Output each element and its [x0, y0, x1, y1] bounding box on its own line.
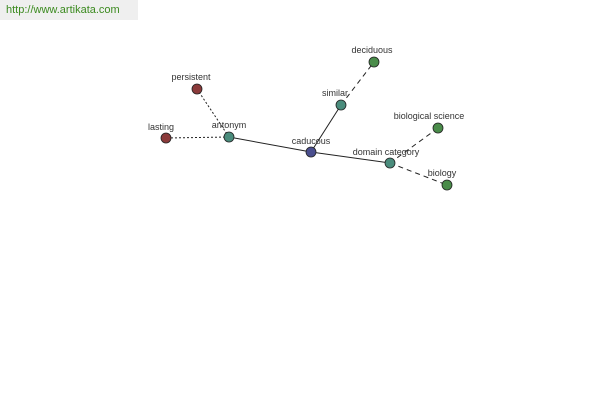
node-label-lasting[interactable]: lasting	[148, 122, 174, 132]
edge-caducous-domain-category	[310, 151, 391, 164]
node-marker-domain-category[interactable]	[384, 157, 396, 169]
nodes-layer: caducous antonym persistent lasting similar d…	[148, 45, 465, 191]
edge-caducous-antonym	[228, 136, 312, 153]
node-marker-persistent[interactable]	[191, 83, 203, 95]
node-lasting[interactable]: lasting	[148, 122, 174, 144]
edge-caducous-similar	[310, 104, 342, 153]
node-domain-category[interactable]: domain category	[353, 147, 420, 169]
node-deciduous[interactable]: deciduous	[351, 45, 393, 68]
node-similar[interactable]: similar	[322, 88, 348, 111]
edge-similar-deciduous	[340, 61, 375, 106]
edge-antonym-persistent	[196, 88, 230, 138]
node-marker-biological-science[interactable]	[432, 122, 444, 134]
node-antonym[interactable]: antonym	[212, 120, 247, 143]
node-marker-deciduous[interactable]	[368, 56, 380, 68]
node-caducous[interactable]: caducous	[292, 136, 331, 158]
node-marker-similar[interactable]	[335, 99, 347, 111]
node-label-biological-science[interactable]: biological science	[394, 111, 465, 121]
edges-layer	[165, 61, 448, 186]
node-label-deciduous[interactable]: deciduous	[351, 45, 393, 55]
node-marker-lasting[interactable]	[160, 132, 172, 144]
edge-domain-category-biological-science	[389, 127, 439, 164]
node-marker-caducous[interactable]	[305, 146, 317, 158]
node-label-antonym[interactable]: antonym	[212, 120, 247, 130]
node-persistent[interactable]: persistent	[171, 72, 211, 95]
node-label-persistent[interactable]: persistent	[171, 72, 211, 82]
node-label-domain-category[interactable]: domain category	[353, 147, 420, 157]
node-marker-antonym[interactable]	[223, 131, 235, 143]
edge-antonym-lasting	[165, 136, 230, 139]
node-marker-biology[interactable]	[441, 179, 453, 191]
edge-domain-category-biology	[389, 162, 448, 186]
node-label-similar[interactable]: similar	[322, 88, 348, 98]
node-biology[interactable]: biology	[428, 168, 457, 191]
site-url-link[interactable]: http://www.artikata.com	[0, 0, 138, 20]
node-label-biology[interactable]: biology	[428, 168, 457, 178]
node-label-caducous[interactable]: caducous	[292, 136, 331, 146]
node-biological-science[interactable]: biological science	[394, 111, 465, 134]
